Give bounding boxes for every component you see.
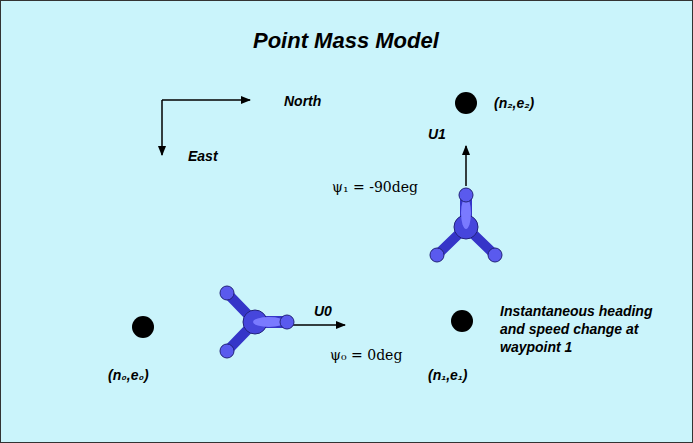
- waypoint-label: (n₀,e₀): [108, 366, 149, 384]
- waypoint-dot: [455, 92, 477, 114]
- east-axis: [161, 100, 163, 155]
- waypoint-label: (n₂,e₂): [494, 94, 534, 112]
- waypoint-label: (n₁,e₁): [428, 366, 467, 384]
- north-axis: [162, 99, 250, 101]
- vehicle-icon: [430, 188, 502, 262]
- heading-label: ψ₁ = -90deg: [332, 178, 418, 196]
- note-text: Instantaneous heading and speed change a…: [500, 302, 665, 356]
- velocity-arrow: [290, 324, 345, 326]
- waypoint-dot: [132, 316, 154, 338]
- heading-label: ψ₀ = 0deg: [330, 346, 402, 364]
- axis-label: East: [188, 147, 218, 165]
- vehicle-icon: [220, 286, 294, 358]
- diagram-title: Point Mass Model: [253, 28, 439, 54]
- velocity-arrow: [465, 146, 467, 186]
- waypoint-dot: [451, 310, 473, 332]
- speed-label: U1: [428, 125, 446, 143]
- speed-label: U0: [314, 302, 332, 320]
- axis-label: North: [284, 92, 321, 110]
